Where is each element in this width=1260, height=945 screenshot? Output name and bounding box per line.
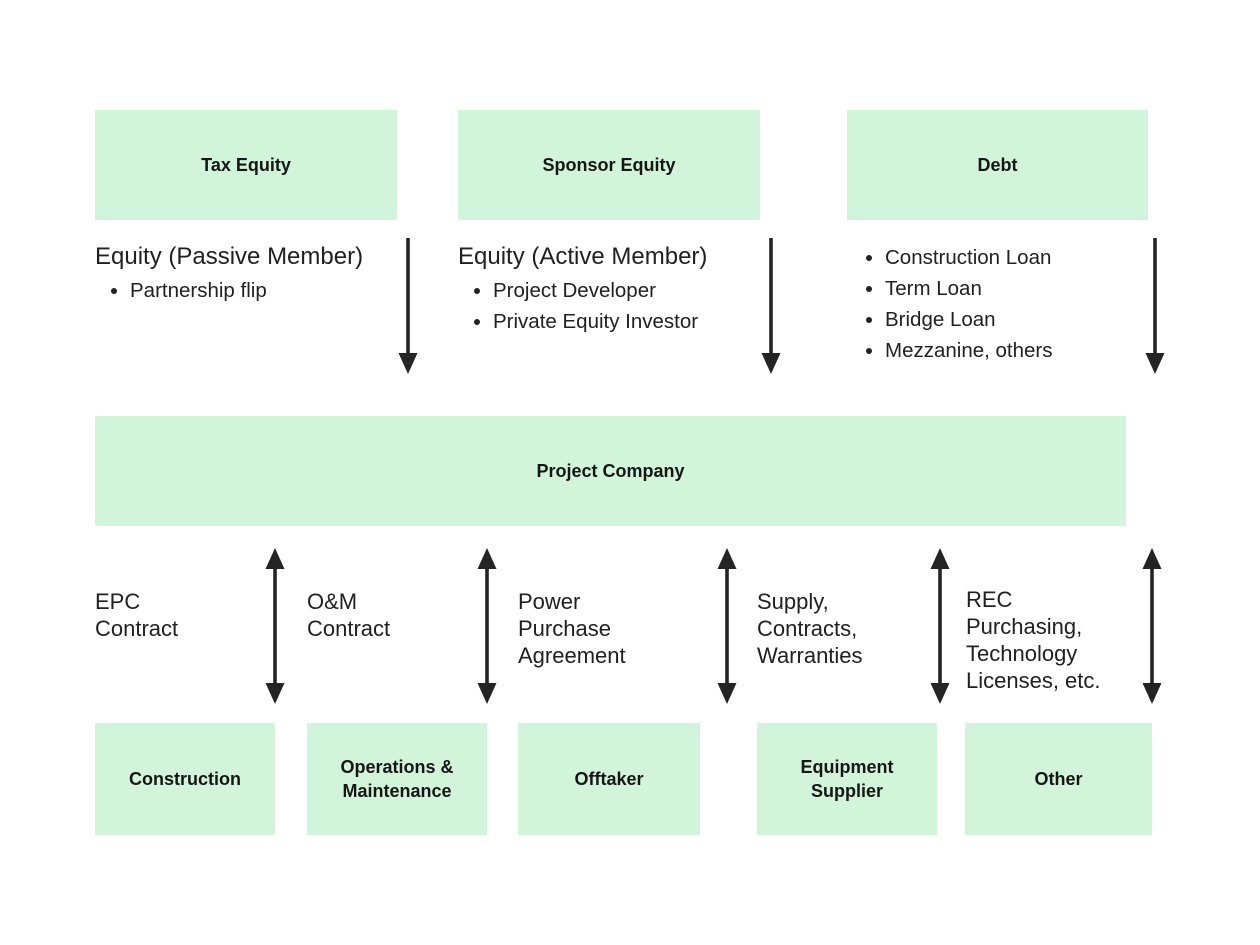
sponsor-equity-bullet-list: Project DeveloperPrivate Equity Investor (458, 275, 778, 337)
debt-description: Construction LoanTerm LoanBridge LoanMez… (850, 242, 1145, 366)
debt-to-project-arrow-icon (1145, 238, 1165, 374)
other-box: Other (965, 723, 1152, 835)
project-company-box: Project Company (95, 416, 1126, 526)
tax-equity-to-project-arrow-icon (398, 238, 418, 374)
project-company-box-label: Project Company (536, 461, 685, 481)
offtaker-box-label: Offtaker (574, 769, 644, 789)
bullet-item: Mezzanine, others (885, 335, 1145, 366)
om-contract-label: O&M Contract (307, 589, 391, 641)
other-box-label: Other (1034, 769, 1083, 789)
bullet-item: Project Developer (493, 275, 778, 306)
tax-equity-heading: Equity (Passive Member) (95, 243, 364, 270)
equipment-supplier-box: Equipment Supplier (757, 723, 937, 835)
supply-contracts-warranties-label: Supply, Contracts, Warranties (757, 589, 863, 668)
construction-box-label: Construction (129, 769, 241, 789)
sponsor-equity-heading: Equity (Active Member) (458, 243, 708, 270)
epc-contract-double-arrow-icon (265, 548, 285, 704)
bullet-item: Term Loan (885, 273, 1145, 304)
sponsor-equity-description: Equity (Active Member) Project Developer… (458, 242, 778, 337)
om-contract-double-arrow-icon (477, 548, 497, 704)
debt-bullet-list: Construction LoanTerm LoanBridge LoanMez… (850, 242, 1145, 366)
operations-maintenance-box-label: Operations & Maintenance (340, 757, 454, 801)
operations-maintenance-box: Operations & Maintenance (307, 723, 487, 835)
bullet-item: Partnership flip (130, 275, 405, 306)
equipment-supplier-box-label: Equipment Supplier (800, 757, 894, 801)
sponsor-equity-box-label: Sponsor Equity (542, 155, 676, 175)
power-purchase-agreement-label: Power Purchase Agreement (518, 589, 626, 668)
bullet-item: Bridge Loan (885, 304, 1145, 335)
sponsor-equity-box: Sponsor Equity (458, 110, 760, 220)
bullet-item: Private Equity Investor (493, 306, 778, 337)
rec-purchasing-double-arrow-icon (1142, 548, 1162, 704)
tax-equity-box: Tax Equity (95, 110, 397, 220)
sponsor-equity-to-project-arrow-icon (761, 238, 781, 374)
tax-equity-description: Equity (Passive Member) Partnership flip (95, 242, 405, 306)
offtaker-box: Offtaker (518, 723, 700, 835)
tax-equity-bullet-list: Partnership flip (95, 275, 405, 306)
tax-equity-box-label: Tax Equity (201, 155, 291, 175)
construction-box: Construction (95, 723, 275, 835)
bullet-item: Construction Loan (885, 242, 1145, 273)
debt-box: Debt (847, 110, 1148, 220)
supply-contracts-double-arrow-icon (930, 548, 950, 704)
power-purchase-double-arrow-icon (717, 548, 737, 704)
debt-box-label: Debt (977, 155, 1018, 175)
epc-contract-label: EPC Contract (95, 589, 179, 641)
rec-purchasing-licenses-label: REC Purchasing, Technology Licenses, etc… (966, 587, 1101, 693)
